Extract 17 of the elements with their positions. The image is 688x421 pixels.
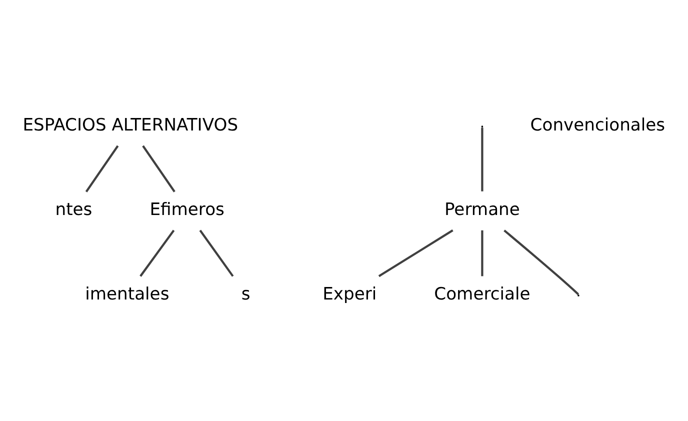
node-text: Efimeros: [150, 200, 224, 220]
connector: [504, 229, 580, 295]
connector: [142, 144, 176, 192]
connector: [481, 230, 484, 276]
node-text: s: [241, 284, 250, 304]
connector: [199, 229, 234, 276]
node-text: Permane: [444, 200, 520, 220]
node-text: Experi: [322, 284, 377, 304]
connector: [85, 144, 119, 192]
connector: [481, 127, 484, 191]
node-text: Convencionales: [530, 115, 666, 136]
node-text: Comerciale: [434, 284, 530, 304]
node-text: ntes: [55, 200, 92, 220]
connector: [378, 228, 454, 277]
node-text: imentales: [85, 284, 170, 304]
node-text: ESPACIOS ALTERNATIVOS: [22, 115, 238, 136]
connector: [140, 229, 175, 276]
